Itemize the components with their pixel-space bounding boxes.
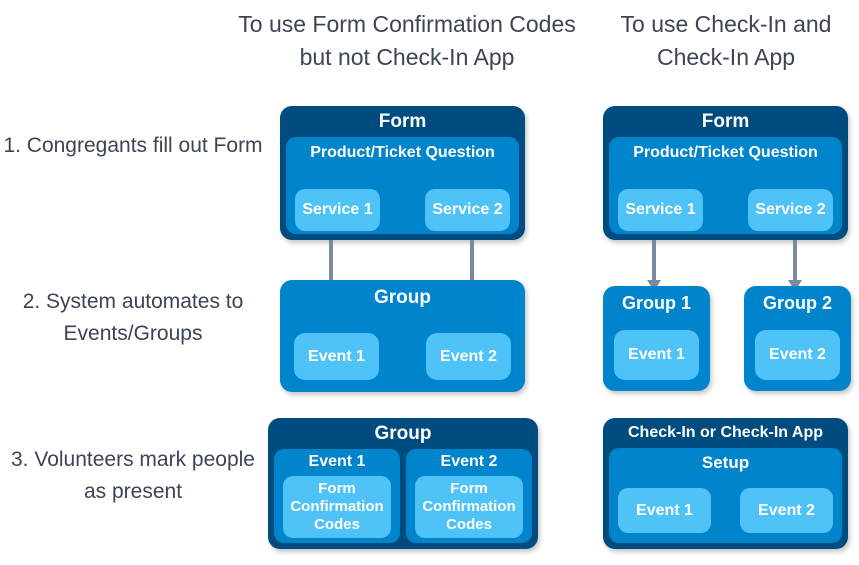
right-form-card: Form Product/Ticket Question Service 1 S…	[603, 106, 848, 240]
row-label-step-3: 3. Volunteers mark people as present	[11, 448, 255, 503]
left-event-1-box-title: Event 1	[308, 453, 366, 470]
left-group-events-card-title: Group	[374, 423, 432, 444]
column-header-left: To use Form Confirmation Codes but not C…	[238, 11, 576, 70]
left-group-card-title: Group	[374, 287, 431, 308]
left-event-2-pill: Event 2	[426, 333, 511, 380]
right-checkin-card-title: Check-In or Check-In App	[628, 424, 823, 441]
left-group-card: Group Event 1 Event 2	[280, 280, 525, 392]
left-event-1-pill: Event 1	[294, 333, 379, 380]
right-product-ticket-question-box: Product/Ticket Question Service 1 Servic…	[609, 137, 842, 234]
left-service-1-pill: Service 1	[295, 189, 380, 231]
left-event-1-form-confirmation-codes-pill: Form Confirmation Codes	[283, 476, 391, 538]
left-product-ticket-question-box: Product/Ticket Question Service 1 Servic…	[286, 137, 519, 234]
right-setup-title: Setup	[701, 453, 750, 472]
left-event-2-form-confirmation-codes-pill: Form Confirmation Codes	[415, 476, 523, 538]
left-form-card-title: Form	[378, 111, 427, 132]
right-setup-box: Setup Event 1 Event 2	[609, 448, 842, 543]
right-setup-event-2-pill: Event 2	[740, 488, 833, 533]
right-checkin-card: Check-In or Check-In App Setup Event 1 E…	[603, 418, 848, 549]
right-group-1-card: Group 1 Event 1	[603, 286, 710, 391]
right-product-ticket-question-title: Product/Ticket Question	[633, 144, 818, 161]
row-label-step-2: 2. System automates to Events/Groups	[22, 290, 244, 345]
right-group-2-card-title: Group 2	[762, 293, 832, 313]
left-product-ticket-question-title: Product/Ticket Question	[310, 144, 495, 161]
left-group-events-card: Group Event 1 Form Confirmation Codes Ev…	[268, 418, 538, 549]
right-service-1-pill: Service 1	[618, 189, 703, 231]
right-setup-event-1-pill: Event 1	[618, 488, 711, 533]
right-form-card-title: Form	[701, 111, 750, 132]
left-event-1-box: Event 1 Form Confirmation Codes	[274, 449, 400, 543]
left-event-2-box-title: Event 2	[440, 453, 498, 470]
right-arrow-service2-to-group2	[788, 240, 802, 291]
right-arrow-service1-to-group1	[647, 240, 661, 291]
right-group-1-event-pill: Event 1	[614, 330, 699, 380]
right-group-1-card-title: Group 1	[621, 293, 691, 313]
column-header-right: To use Check-In and Check-In App	[620, 11, 832, 70]
row-label-step-1: 1. Congregants fill out Form	[3, 134, 263, 157]
right-group-2-card: Group 2 Event 2	[744, 286, 851, 391]
left-event-2-box: Event 2 Form Confirmation Codes	[406, 449, 532, 543]
left-form-card: Form Product/Ticket Question Service 1 S…	[280, 106, 525, 240]
left-service-2-pill: Service 2	[425, 189, 510, 231]
right-service-2-pill: Service 2	[748, 189, 833, 231]
right-group-2-event-pill: Event 2	[755, 330, 840, 380]
